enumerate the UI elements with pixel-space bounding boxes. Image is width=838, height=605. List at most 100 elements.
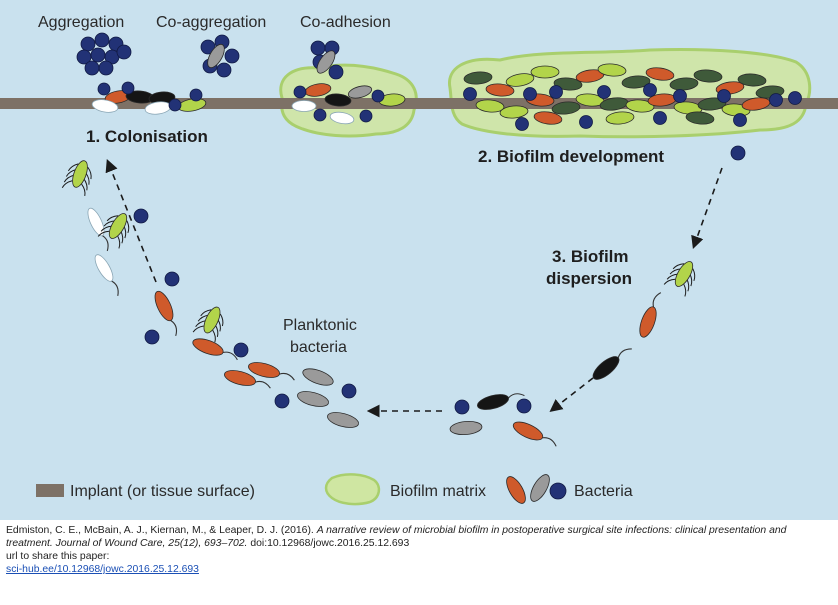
bacterium-coccus xyxy=(788,91,802,105)
bacterium-coccus xyxy=(224,48,240,64)
bacterium-coccus xyxy=(94,32,110,48)
diagram-canvas: Aggregation Co-aggregation Co-adhesion 1… xyxy=(0,0,838,520)
bacterium-rod xyxy=(505,73,535,87)
label-planktonic-line1: Planktonic xyxy=(283,317,357,334)
bacterium-coccus xyxy=(454,399,470,415)
bacterium-coccus xyxy=(216,62,232,78)
bacterium-rod xyxy=(592,348,632,380)
bacterium-coccus xyxy=(523,87,537,101)
bacterium-coccus xyxy=(84,60,100,76)
bacterium-rod xyxy=(551,101,581,115)
bacterium-coccus xyxy=(133,208,149,224)
bacterium-coccus xyxy=(673,89,687,103)
bacterium-rod xyxy=(477,393,525,410)
bacterium-rod xyxy=(291,100,317,112)
bacterium-coccus xyxy=(579,115,593,129)
legend-bacteria-label: Bacteria xyxy=(574,483,633,500)
label-planktonic-line2: bacteria xyxy=(290,339,347,356)
bacterium-rod xyxy=(91,99,119,113)
bacterium-coccus xyxy=(515,117,529,131)
bacterium-coccus xyxy=(313,108,327,122)
bacterium-rod xyxy=(530,474,550,502)
bacterium-rod xyxy=(693,69,723,83)
bacterium-flagellated xyxy=(192,306,224,343)
legend-bacteria-swatch xyxy=(506,474,567,504)
bacterium-rod xyxy=(485,83,515,97)
bacterium-coccus xyxy=(121,81,135,95)
bacterium-rod xyxy=(463,71,493,85)
biofilm-lifecycle-diagram: Aggregation Co-aggregation Co-adhesion 1… xyxy=(0,0,838,520)
label-biofilm-development: 2. Biofilm development xyxy=(478,147,664,166)
bacterium-rod xyxy=(248,362,295,381)
bacterium-rod xyxy=(530,65,560,79)
citation-doi: doi:10.12968/jowc.2016.25.12.693 xyxy=(250,538,410,549)
bacterium-rod xyxy=(625,99,655,113)
bacterium-rod xyxy=(553,77,583,91)
bacterium-rod xyxy=(621,75,651,89)
bacterium-rod xyxy=(506,476,526,504)
label-co-adhesion: Co-adhesion xyxy=(300,14,391,31)
bacterium-rod xyxy=(316,50,336,74)
bacterium-rod xyxy=(154,290,178,337)
bacterium-coccus xyxy=(168,98,182,112)
bacterium-coccus xyxy=(233,342,249,358)
citation-journal: Journal of Wound Care, 25(12), 693–702. xyxy=(55,538,248,549)
bacterium-rod xyxy=(685,111,715,125)
bacterium-rod xyxy=(669,77,699,91)
label-dispersion-line1: 3. Biofilm xyxy=(552,247,629,266)
bacterium-coccus xyxy=(597,85,611,99)
bacterium-coccus xyxy=(371,89,385,103)
bacterium-rod xyxy=(645,67,675,81)
bacterium-rod xyxy=(302,368,334,386)
label-dispersion-line2: dispersion xyxy=(546,269,632,288)
label-co-aggregation: Co-aggregation xyxy=(156,14,266,31)
bacterium-coccus xyxy=(341,383,357,399)
bacterium-rod xyxy=(499,105,529,119)
citation-reference: Edmiston, C. E., McBain, A. J., Kiernan,… xyxy=(6,524,832,550)
bacterium-rod xyxy=(297,391,329,407)
bacterium-rod xyxy=(475,99,505,113)
planktonic-bacteria xyxy=(61,145,746,447)
label-aggregation: Aggregation xyxy=(38,14,124,31)
bacterium-coccus xyxy=(549,482,567,500)
bacterium-coccus xyxy=(653,111,667,125)
bacterium-rod xyxy=(347,85,373,99)
bacterium-rod xyxy=(224,370,271,389)
citation-block: Edmiston, C. E., McBain, A. J., Kiernan,… xyxy=(6,524,832,576)
surface-bacteria xyxy=(76,32,802,131)
bacterium-coccus xyxy=(189,88,203,102)
bacterium-rod xyxy=(207,43,225,69)
bacterium-coccus xyxy=(359,109,373,123)
bacterium-coccus xyxy=(274,393,290,409)
citation-title: A narrative review of microbial biofilm … xyxy=(6,525,787,549)
bacterium-rod xyxy=(192,338,238,361)
bacterium-coccus xyxy=(164,271,180,287)
bacterium-coccus xyxy=(97,82,111,96)
bacterium-rod xyxy=(605,111,635,125)
arrow-dispersion-down xyxy=(549,377,594,412)
bacterium-coccus xyxy=(293,85,307,99)
bacterium-coccus xyxy=(116,44,132,60)
label-colonisation: 1. Colonisation xyxy=(86,127,208,146)
bacterium-rod xyxy=(87,207,109,252)
arrow-to-dispersion xyxy=(691,167,723,250)
share-link[interactable]: sci-hub.ee/10.12968/jowc.2016.25.12.693 xyxy=(6,564,199,575)
bacterium-coccus xyxy=(733,113,747,127)
bacterium-rod xyxy=(597,63,627,77)
bacterium-coccus xyxy=(516,398,532,414)
bacterium-rod xyxy=(449,420,483,436)
bacterium-rod xyxy=(512,421,557,447)
bacterium-coccus xyxy=(98,60,114,76)
bacterium-coccus xyxy=(328,64,344,80)
bacterium-coccus xyxy=(549,85,563,99)
legend-implant-swatch xyxy=(36,484,64,497)
bacterium-coccus xyxy=(463,87,477,101)
share-label: url to share this paper: xyxy=(6,551,110,562)
bacterium-coccus xyxy=(717,89,731,103)
citation-authors: Edmiston, C. E., McBain, A. J., Kiernan,… xyxy=(6,525,314,536)
bacterium-rod xyxy=(94,254,119,296)
bacterium-rod xyxy=(533,111,563,125)
bacterium-rod xyxy=(329,111,355,125)
bacterium-coccus xyxy=(310,40,326,56)
legend-matrix-swatch xyxy=(324,473,381,506)
